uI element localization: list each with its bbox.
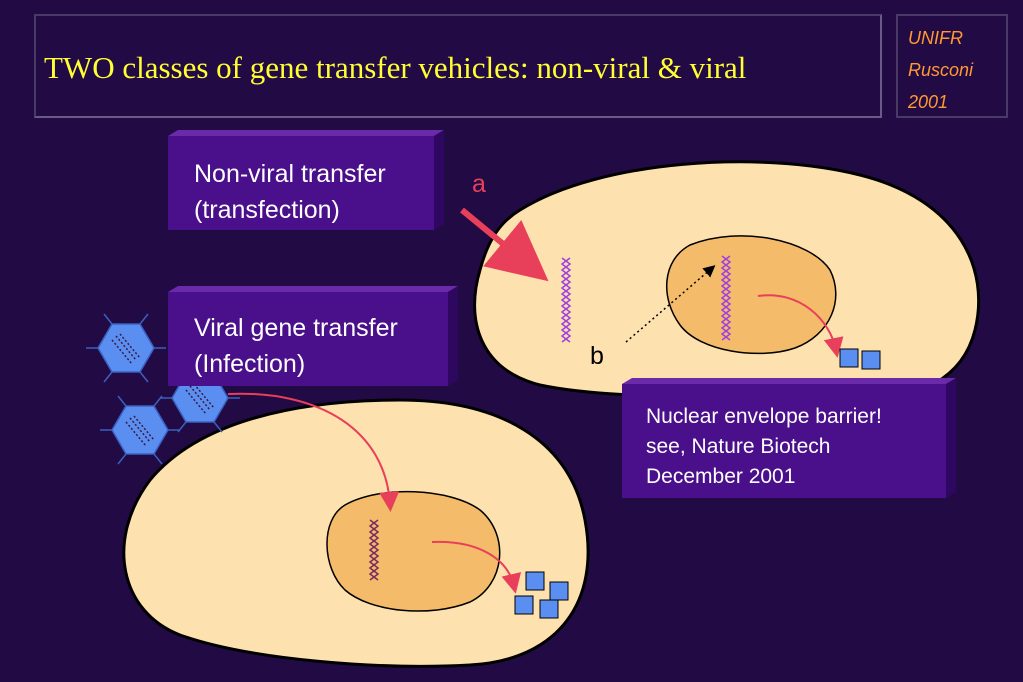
viral-box-side bbox=[448, 286, 458, 386]
cytoplasmic-dna-icon bbox=[560, 257, 572, 343]
nonviral-transfer-box: Non-viral transfer (transfection) bbox=[168, 136, 434, 230]
slide-title: TWO classes of gene transfer vehicles: n… bbox=[44, 50, 747, 85]
viral-transfer-box: Viral gene transfer (Infection) bbox=[168, 292, 448, 386]
credit-year: 2001 bbox=[908, 92, 949, 112]
viral-title: Viral gene transfer bbox=[194, 314, 398, 342]
title-frame: TWO classes of gene transfer vehicles: n… bbox=[34, 14, 882, 118]
credit-institution: UNIFR bbox=[908, 28, 963, 48]
nonviral-title: Non-viral transfer bbox=[194, 160, 386, 188]
upper-cell-nucleus bbox=[665, 235, 837, 355]
nonviral-box-side bbox=[434, 130, 444, 230]
pathway-a-label: a bbox=[472, 170, 486, 198]
credit-author: Rusconi bbox=[908, 60, 974, 80]
pathway-b-arrow bbox=[625, 265, 716, 343]
note-box-depth bbox=[622, 378, 956, 384]
note-box-side bbox=[946, 378, 956, 498]
nonviral-subtitle: (transfection) bbox=[194, 196, 340, 224]
note-line-2: see, Nature Biotech bbox=[646, 435, 831, 458]
note-line-1: Nuclear envelope barrier! bbox=[646, 405, 882, 428]
nonviral-box-depth bbox=[168, 130, 444, 136]
virus-particle-icon bbox=[100, 395, 180, 465]
lower-cell-nucleus bbox=[326, 490, 501, 612]
viral-entry-arrow bbox=[227, 392, 400, 512]
lower-expression-arrow bbox=[431, 540, 522, 594]
lower-protein-products-icon bbox=[514, 571, 569, 619]
nuclear-dna-icon bbox=[720, 255, 732, 341]
upper-protein-products-icon bbox=[839, 348, 881, 370]
pathway-a-arrow bbox=[460, 207, 549, 282]
note-line-3: December 2001 bbox=[646, 465, 796, 488]
viral-box-depth bbox=[168, 286, 458, 292]
upper-expression-arrow bbox=[757, 294, 844, 358]
viral-subtitle: (Infection) bbox=[194, 350, 306, 378]
viral-genome-dna-icon bbox=[368, 519, 380, 581]
pathway-b-label: b bbox=[590, 342, 604, 370]
virus-particle-icon bbox=[86, 313, 166, 383]
credit-frame: UNIFR Rusconi 2001 bbox=[896, 14, 1008, 118]
nuclear-envelope-note: Nuclear envelope barrier! see, Nature Bi… bbox=[622, 384, 946, 498]
